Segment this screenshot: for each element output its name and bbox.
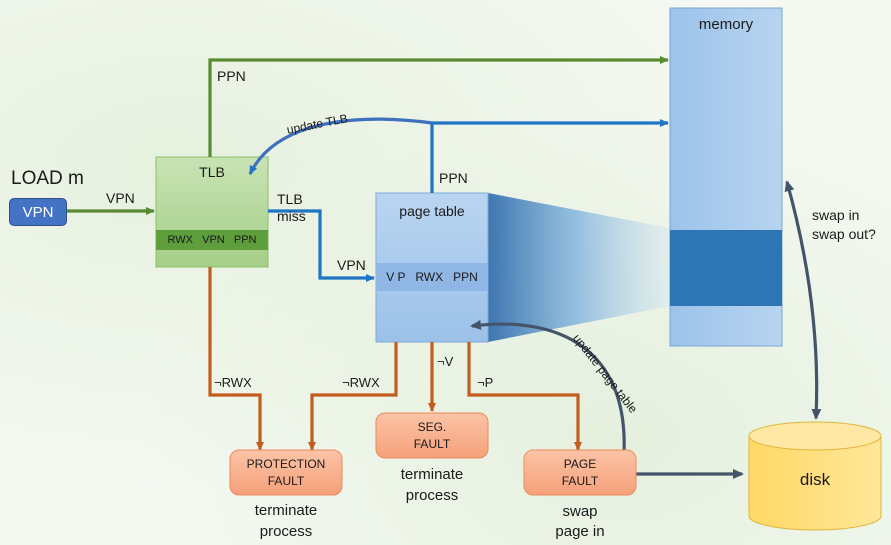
page-table-to-memory-projection	[488, 193, 670, 342]
protection-fault-action: terminate process	[254, 502, 318, 540]
page-table-entry-bar	[376, 263, 488, 291]
ppn-top-label: PPN	[217, 68, 246, 84]
page-fault-box	[523, 449, 637, 496]
tlb-miss-arrow	[268, 209, 375, 282]
swap-arrow	[784, 180, 822, 420]
page-fault-action: swap page in	[555, 503, 605, 540]
disk-cylinder-top	[748, 421, 882, 451]
page-table-entry-fields: V P RWX PPN	[386, 270, 478, 284]
instruction-label: LOAD m	[11, 168, 84, 189]
protection-fault-label: PROTECTION FAULT	[246, 456, 326, 488]
swap-label: swap in swap out?	[812, 207, 876, 242]
memory-mapped-frame	[670, 230, 782, 306]
memory-title: memory	[698, 16, 754, 33]
tlb-not-rwx-arrow	[208, 267, 264, 451]
not-p-label: ¬P	[477, 375, 494, 390]
segfault-action: terminate process	[400, 466, 464, 504]
tlb-entry-bar	[156, 230, 268, 250]
segfault-label: SEG. FAULT	[413, 419, 451, 451]
update-tlb-label: update TLB	[286, 111, 349, 137]
update-tlb-arrow	[248, 117, 433, 175]
vpn-input-label: VPN	[106, 190, 135, 206]
pt-not-p-arrow	[467, 342, 582, 451]
tlb-entry-fields: RWX VPN PPN	[167, 234, 257, 246]
pt-not-rwx-arrow	[308, 342, 398, 451]
tlb-title: TLB	[199, 164, 225, 180]
tlb-miss-label: TLB miss	[277, 191, 306, 224]
page-fault-label: PAGE FAULT	[561, 456, 599, 488]
vpn-page-table-label: VPN	[337, 257, 366, 273]
protection-fault-box	[229, 449, 343, 496]
not-v-label: ¬V	[437, 354, 454, 369]
update-page-table-label: update page table	[570, 331, 640, 416]
update-page-table-arrow	[470, 319, 626, 453]
segfault-box	[375, 412, 489, 459]
not-rwx-pt-label: ¬RWX	[342, 375, 380, 390]
disk-cylinder	[748, 436, 882, 531]
not-rwx-tlb-label: ¬RWX	[214, 375, 252, 390]
disk-label: disk	[799, 470, 831, 489]
tlb-ppn-to-memory-arrow	[208, 56, 669, 157]
page-table-title: page table	[399, 203, 465, 219]
vpn-chip: VPN	[9, 198, 67, 226]
ppn-page-table-label: PPN	[439, 170, 468, 186]
